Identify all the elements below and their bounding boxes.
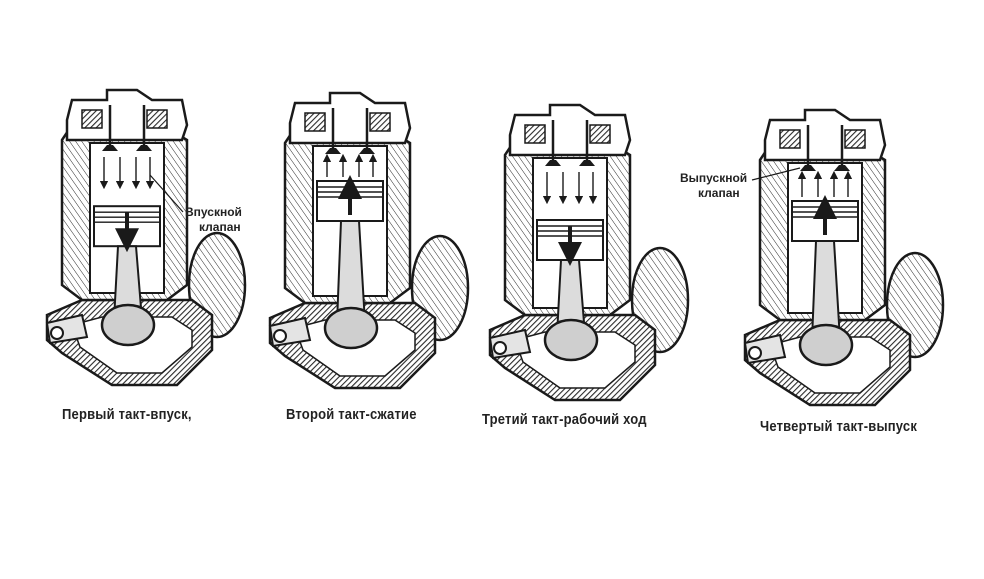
head-port-left [81,109,103,129]
crank-web [323,306,379,350]
head-port-left [304,112,326,132]
crank-web [100,303,156,347]
valve-right-head [359,148,375,154]
head-port-left [779,129,801,149]
exhaust-valve-label-1: Выпускной [680,171,748,185]
valve-left-head [545,160,561,166]
engine-power [488,103,690,402]
crankshaft-journal [50,326,64,340]
valve-right-head [579,160,595,166]
exhaust-valve-leader [751,167,801,181]
caption-power: Третий такт-рабочий ход [482,410,647,428]
crankshaft-journal [493,341,507,355]
engine-exhaust [743,108,945,407]
exhaust-valve-callout: Выпускной клапан [680,171,747,201]
intake-valve-label-2: клапан [199,220,241,234]
head-port-right [369,112,391,132]
intake-valve-label-1: Впускной [185,205,242,219]
caption-compression: Второй такт-сжатие [286,405,417,423]
crank-web [798,323,854,367]
crankshaft-journal [748,346,762,360]
intake-valve-callout: Впускной клапан [185,205,242,235]
head-port-right [146,109,168,129]
valve-left-head [325,148,341,154]
engine-intake [45,88,247,387]
head-port-left [524,124,546,144]
valve-right-head [136,145,152,151]
head-port-right [589,124,611,144]
valve-left-head [800,165,816,171]
caption-intake: Первый такт-впуск, [62,405,192,423]
engine-compression [268,91,470,390]
head-port-right [844,129,866,149]
crankshaft-journal [273,329,287,343]
valve-right-head [834,165,850,171]
intake-valve-leader [149,174,184,213]
caption-exhaust: Четвертый такт-выпуск [760,417,918,435]
valve-left-head [102,145,118,151]
crank-web [543,318,599,362]
exhaust-valve-label-2: клапан [698,186,740,200]
